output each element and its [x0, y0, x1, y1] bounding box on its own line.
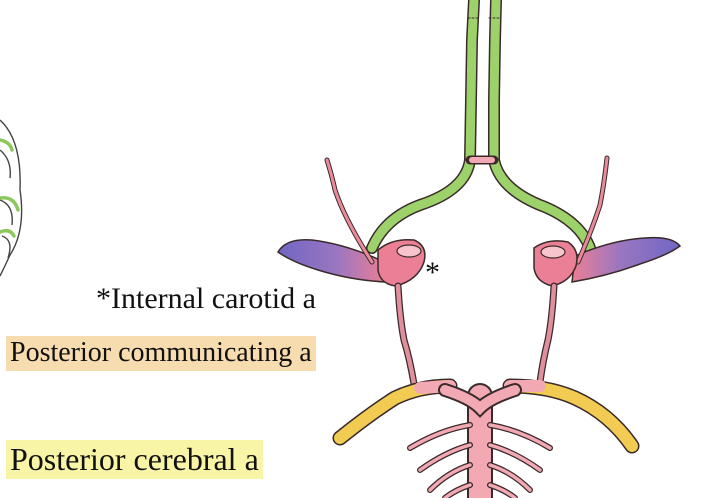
- anterior-cerebral-left-vessel: [366, 0, 480, 254]
- posterior-cerebral-label: Posterior cerebral a: [6, 440, 263, 479]
- anterior-cerebral-arteries: [366, 0, 596, 254]
- internal-carotid-label: *Internal carotid a: [96, 282, 316, 315]
- basilar-artery: [407, 383, 553, 498]
- internal-carotid-right-vessel: [533, 240, 578, 287]
- posterior-communicating-label: Posterior communicating a: [6, 336, 316, 371]
- posterior-communicating-vessels: [394, 282, 558, 388]
- posterior-cerebral-vessels: [332, 378, 640, 454]
- brain-outline-fragment: [0, 119, 23, 277]
- anterior-cerebral-right-vessel: [488, 0, 596, 254]
- carotid-asterisk-marker: *: [425, 256, 440, 289]
- brain-surface-vessels: [0, 138, 20, 238]
- internal-carotid-left-vessel: [377, 238, 426, 287]
